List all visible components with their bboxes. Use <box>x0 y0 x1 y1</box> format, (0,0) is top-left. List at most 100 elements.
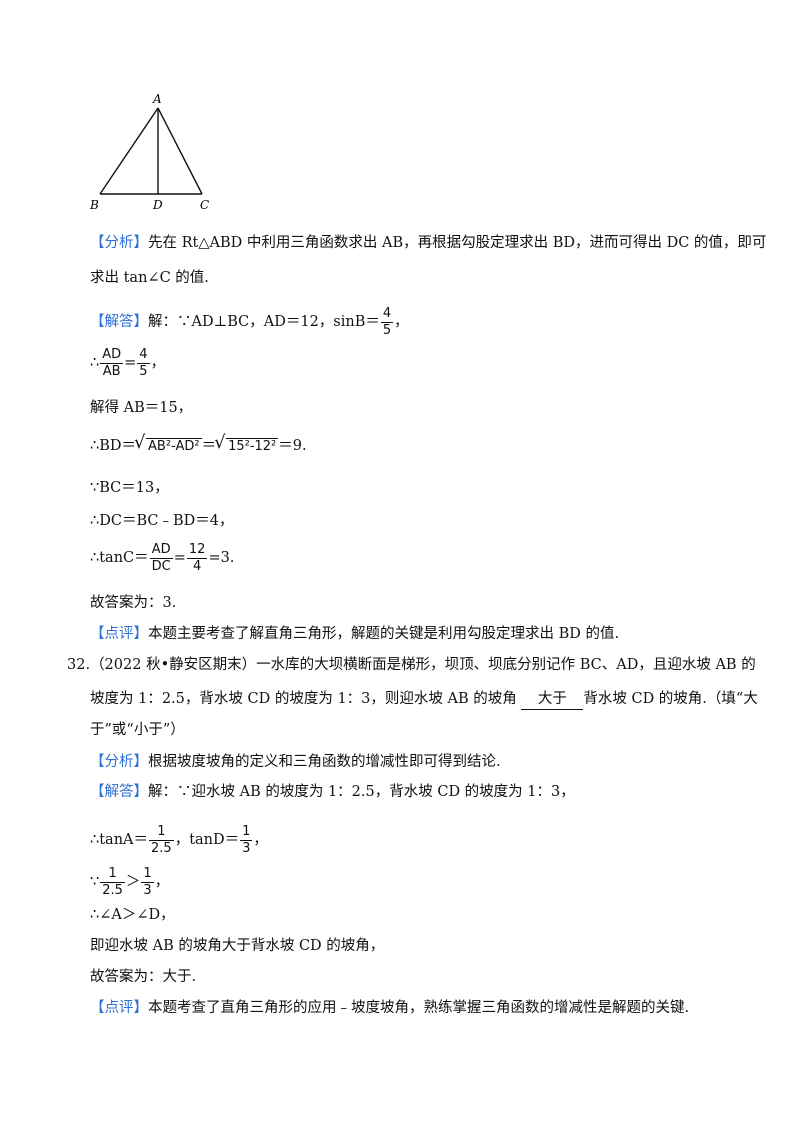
sol-text: ∴tanC＝ <box>90 550 149 566</box>
solution-tag: 【解答】 <box>90 784 148 800</box>
q31-analysis-line1: 【分析】先在 Rt△ABD 中利用三角函数求出 AB，再根据勾股定理求出 BD，… <box>90 233 766 253</box>
q32-sol-line5: 即迎水坡 AB 的坡角大于背水坡 CD 的坡角， <box>90 936 384 956</box>
q32-stem-line3: 于”或“小于”） <box>90 720 185 740</box>
triangle-figure: A B D C <box>89 92 209 212</box>
sol-text: ∴ <box>90 355 100 371</box>
label-c: C <box>200 198 209 212</box>
sol-text: 解得 AB＝15， <box>90 400 193 416</box>
q32-sol-line1: 【解答】解：∵迎水坡 AB 的坡度为 1：2.5，背水坡 CD 的坡度为 1：3… <box>90 782 575 802</box>
q32-stem-line1: 32.（2022 秋•静安区期末）一水库的大坝横断面是梯形，坝顶、坝底分别记作 … <box>67 655 756 675</box>
q32-answer: 故答案为：大于. <box>90 967 196 987</box>
frac-den: 5 <box>380 321 394 338</box>
q31-analysis-line2: 求出 tan∠C 的值. <box>90 268 209 288</box>
sol-text: ，tanD＝ <box>174 832 240 848</box>
sol-text: 解：∵迎水坡 AB 的坡度为 1：2.5，背水坡 CD 的坡度为 1：3， <box>148 784 575 800</box>
sqrt-expression: 15²-12² <box>214 430 279 460</box>
q32-stem-line2: 坡度为 1：2.5，背水坡 CD 的坡度为 1：3，则迎水坡 AB 的坡角 大于… <box>90 689 758 710</box>
q32-analysis: 【分析】根据坡度坡角的定义和三角函数的增减性即可得到结论. <box>90 752 501 772</box>
q32-comment: 【点评】本题考查了直角三角形的应用﹣坡度坡角，熟练掌握三角函数的增减性是解题的关… <box>90 998 689 1018</box>
frac-num: 1 <box>157 823 166 839</box>
q31-sol-line4: ∴BD＝ AB²-AD²＝ 15²-12²＝9. <box>90 430 307 460</box>
stem-text: 于”或“小于”） <box>90 722 185 738</box>
frac-num: AD <box>151 541 171 557</box>
sol-text: ， <box>150 355 166 371</box>
analysis-text: 求出 tan∠C 的值. <box>90 270 209 286</box>
sol-text: ， <box>394 314 409 330</box>
frac-den: AB <box>100 362 124 380</box>
sol-text: = <box>173 550 186 566</box>
frac-den: DC <box>149 557 173 574</box>
frac-den: 2.5 <box>100 881 125 898</box>
analysis-text: 根据坡度坡角的定义和三角函数的增减性即可得到结论. <box>148 754 501 770</box>
frac-num: 1 <box>143 865 152 881</box>
frac-den: 5 <box>137 362 150 379</box>
radicand: 15²-12² <box>226 438 279 454</box>
analysis-tag: 【分析】 <box>90 754 148 770</box>
frac-num: 4 <box>139 346 148 362</box>
q32-sol-line4: ∴∠A＞∠D， <box>90 905 175 925</box>
q31-comment: 【点评】本题主要考查了解直角三角形，解题的关键是利用勾股定理求出 BD 的值. <box>90 624 619 644</box>
sol-text: = <box>124 355 137 371</box>
sol-text: ， <box>154 874 170 890</box>
frac-den: 4 <box>186 557 208 575</box>
frac-num: AD <box>102 346 122 362</box>
sol-text: ＝9. <box>278 438 307 454</box>
question-number: 32. <box>67 657 91 673</box>
sol-text: =3. <box>208 550 235 566</box>
sol-text: ∵BC＝13， <box>90 480 169 496</box>
stem-text: （2022 秋•静安区期末）一水库的大坝横断面是梯形，坝顶、坝底分别记作 BC、… <box>90 657 756 673</box>
analysis-text: 先在 Rt△ABD 中利用三角函数求出 AB，再根据勾股定理求出 BD，进而可得… <box>148 235 767 251</box>
frac-num: 12 <box>188 541 206 557</box>
solution-tag: 【解答】 <box>90 314 148 330</box>
stem-text: 背水坡 CD 的坡角.（填“大 <box>583 691 758 707</box>
sol-text: ∴DC＝BC﹣BD＝4， <box>90 513 234 529</box>
label-d: D <box>152 198 163 212</box>
frac-den: 3 <box>240 839 253 856</box>
label-b: B <box>89 198 99 212</box>
q31-sol-line5: ∵BC＝13， <box>90 478 169 498</box>
side-ab <box>99 107 159 195</box>
comment-text: 本题考查了直角三角形的应用﹣坡度坡角，熟练掌握三角函数的增减性是解题的关键. <box>148 1000 690 1016</box>
sol-text: 解：∵AD⊥BC，AD＝12，sinB＝ <box>148 314 380 330</box>
stem-text: 坡度为 1：2.5，背水坡 CD 的坡度为 1：3，则迎水坡 AB 的坡角 <box>90 691 517 707</box>
sol-text: ＞ <box>125 874 141 890</box>
sol-text: ∵ <box>90 874 100 890</box>
answer-blank: 大于 <box>521 689 584 710</box>
comment-tag: 【点评】 <box>90 1000 148 1016</box>
sol-text: ＝ <box>201 438 217 454</box>
answer-text: 故答案为：3. <box>90 595 177 611</box>
sol-text: ∴tanA＝ <box>90 832 149 848</box>
sol-text: ∴∠A＞∠D， <box>90 907 175 923</box>
frac-den: 2.5 <box>149 839 174 856</box>
q31-sol-line3: 解得 AB＝15， <box>90 398 192 418</box>
sol-text: ， <box>253 832 268 848</box>
frac-den: 3 <box>141 881 154 898</box>
analysis-tag: 【分析】 <box>90 235 148 251</box>
sol-text: 即迎水坡 AB 的坡角大于背水坡 CD 的坡角， <box>90 938 385 954</box>
comment-text: 本题主要考查了解直角三角形，解题的关键是利用勾股定理求出 BD 的值. <box>148 626 620 642</box>
sol-text: ∴BD＝ <box>90 438 137 454</box>
label-a: A <box>152 92 162 106</box>
frac-num: 1 <box>242 823 251 839</box>
frac-num: 1 <box>108 865 117 881</box>
comment-tag: 【点评】 <box>90 626 148 642</box>
q31-answer: 故答案为：3. <box>90 593 176 613</box>
radicand: AB²-AD² <box>146 438 202 454</box>
frac-num: 4 <box>382 305 392 321</box>
side-ac <box>157 107 203 195</box>
